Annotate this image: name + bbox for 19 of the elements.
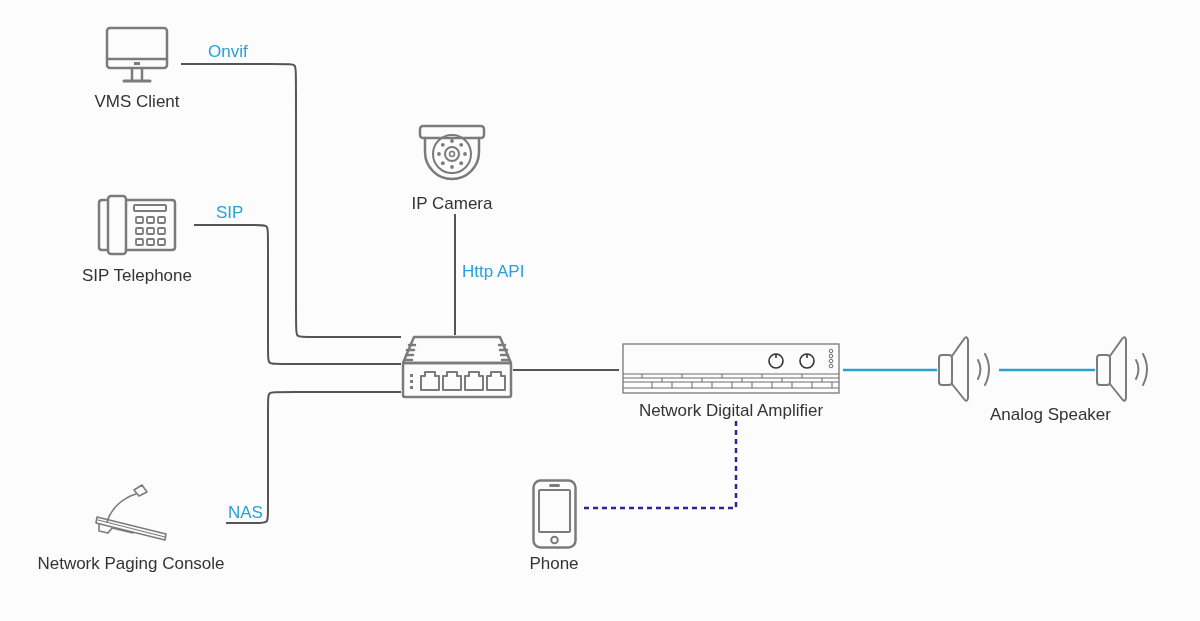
connector-line	[999, 368, 1095, 372]
node-label: IP Camera	[411, 194, 493, 214]
node-label: Network Paging Console	[37, 554, 225, 574]
node-label: Network Digital Amplifier	[638, 401, 824, 421]
edge-label: Onvif	[208, 42, 248, 62]
connector-line	[843, 368, 937, 372]
dashed-connector	[582, 421, 738, 510]
caption-label: Analog Speaker	[990, 405, 1111, 425]
node-label: SIP Telephone	[82, 266, 192, 286]
node-label: Phone	[529, 554, 579, 574]
edge-label: NAS	[228, 503, 263, 523]
connector-line	[193, 224, 402, 365]
connector-line	[512, 369, 620, 371]
node-label: VMS Client	[94, 92, 180, 112]
connector-line	[225, 391, 402, 524]
edge-label: SIP	[216, 203, 244, 223]
connector-line	[454, 213, 456, 336]
connector-line	[180, 63, 402, 338]
edge-label: Http API	[462, 262, 525, 282]
